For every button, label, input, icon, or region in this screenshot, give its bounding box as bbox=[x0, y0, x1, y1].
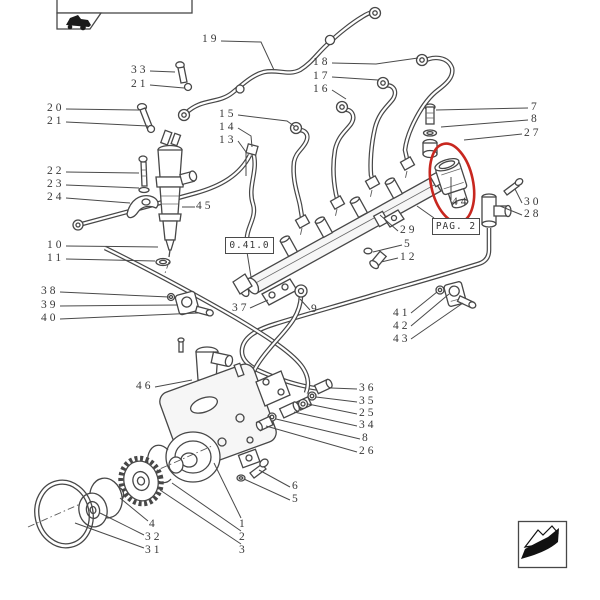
bolt-30 bbox=[503, 177, 524, 196]
tee-fitting-28 bbox=[481, 193, 512, 228]
callout-29-22: 29 bbox=[400, 224, 418, 236]
callout-7-16: 7 bbox=[531, 101, 540, 113]
callout-37-32: 37 bbox=[232, 302, 250, 314]
callout-2-46: 2 bbox=[239, 531, 248, 543]
callout-30-19: 30 bbox=[524, 196, 542, 208]
hub-32 bbox=[78, 477, 123, 528]
callout-1-45: 1 bbox=[239, 518, 248, 530]
callout-28-20: 28 bbox=[524, 208, 542, 220]
callout-10-8: 10 bbox=[47, 239, 65, 251]
nut-21a bbox=[146, 124, 156, 134]
page-ref-leader bbox=[416, 205, 435, 219]
pump-fittings-25-26-34-35-36-8 bbox=[255, 378, 333, 432]
pipe-clamp-41-42-43 bbox=[435, 281, 477, 309]
callout-6-40: 6 bbox=[292, 480, 301, 492]
bolt-20 bbox=[136, 102, 153, 129]
callout-8-38: 8 bbox=[362, 432, 371, 444]
o-ring-31 bbox=[34, 479, 94, 549]
callout-21-4: 21 bbox=[47, 115, 65, 127]
stud-12-washer-5 bbox=[363, 247, 388, 270]
callout-5-23: 5 bbox=[404, 238, 413, 250]
pump-shaft-axis bbox=[27, 445, 213, 528]
bolt-33 bbox=[175, 61, 188, 84]
callout-8-17: 8 bbox=[531, 113, 540, 125]
page-turn-arrow-icon bbox=[521, 525, 559, 559]
banjo-bolt-7 bbox=[424, 103, 436, 125]
callout-38-28: 38 bbox=[41, 285, 59, 297]
callout-24-7: 24 bbox=[47, 191, 65, 203]
callout-18-10: 18 bbox=[313, 56, 331, 68]
callout-leader-lines bbox=[59, 40, 529, 549]
injector-45 bbox=[155, 129, 198, 258]
callout-22-5: 22 bbox=[47, 165, 65, 177]
callout-9-33: 9 bbox=[311, 303, 320, 315]
callout-46-31: 46 bbox=[136, 380, 154, 392]
clamp-bolt-22 bbox=[138, 155, 148, 187]
injector-washer-11 bbox=[155, 257, 171, 267]
callout-32-43: 32 bbox=[145, 531, 163, 543]
bolt-6-washer-5 bbox=[236, 458, 269, 482]
callout-20-3: 20 bbox=[47, 102, 65, 114]
callout-23-6: 23 bbox=[47, 178, 65, 190]
bottom-right-nav[interactable] bbox=[517, 520, 568, 569]
washer-8-upper bbox=[422, 129, 438, 137]
injector-clamp-24 bbox=[126, 194, 159, 219]
callout-15-13: 15 bbox=[219, 108, 237, 120]
drive-gear-2 bbox=[118, 455, 164, 507]
callout-33-1: 33 bbox=[131, 64, 149, 76]
injector-axis bbox=[163, 261, 170, 277]
callout-39-29: 39 bbox=[41, 299, 59, 311]
top-left-nav-thumbnail[interactable] bbox=[56, 0, 193, 31]
callout-42-26: 42 bbox=[393, 320, 411, 332]
callout-11-9: 11 bbox=[47, 252, 65, 264]
rail-section-ref-box[interactable]: 0.41.0 bbox=[225, 237, 274, 254]
callout-34-37: 34 bbox=[359, 419, 377, 431]
callout-4-42: 4 bbox=[149, 518, 158, 530]
nut-21b bbox=[183, 82, 193, 92]
injection-pump-1 bbox=[159, 362, 291, 483]
callout-43-27: 43 bbox=[393, 333, 411, 345]
fuel-rail bbox=[232, 168, 449, 298]
thumbnail-frame bbox=[56, 0, 193, 14]
callout-12-24: 12 bbox=[400, 251, 418, 263]
callout-45-48: 45 bbox=[196, 200, 214, 212]
washer-23 bbox=[138, 186, 150, 194]
rail-banjo-9 bbox=[294, 284, 308, 298]
callout-25-36: 25 bbox=[359, 407, 377, 419]
callout-35-35: 35 bbox=[359, 395, 377, 407]
callout-13-15: 13 bbox=[219, 134, 237, 146]
callout-41-25: 41 bbox=[393, 307, 411, 319]
tractor-icon bbox=[66, 15, 91, 31]
callout-17-11: 17 bbox=[313, 70, 331, 82]
callout-19-0: 19 bbox=[202, 33, 220, 45]
callout-5-41: 5 bbox=[292, 493, 301, 505]
callout-16-12: 16 bbox=[313, 83, 331, 95]
pipe-clamp-38-39-40 bbox=[166, 290, 214, 317]
fuel-return-pipe-19 bbox=[177, 6, 382, 122]
callout-27-18: 27 bbox=[524, 127, 542, 139]
callout-36-34: 36 bbox=[359, 382, 377, 394]
callout-14-14: 14 bbox=[219, 121, 237, 133]
rail-ref-leader bbox=[246, 251, 252, 278]
page-ref-box[interactable]: PAG. 2 bbox=[432, 218, 480, 235]
callout-26-39: 26 bbox=[359, 445, 377, 457]
callout-31-44: 31 bbox=[145, 544, 163, 556]
callout-44-21: 44 bbox=[452, 196, 470, 208]
callout-40-30: 40 bbox=[41, 312, 59, 324]
callout-3-47: 3 bbox=[239, 544, 248, 556]
callout-21-2: 21 bbox=[131, 78, 149, 90]
